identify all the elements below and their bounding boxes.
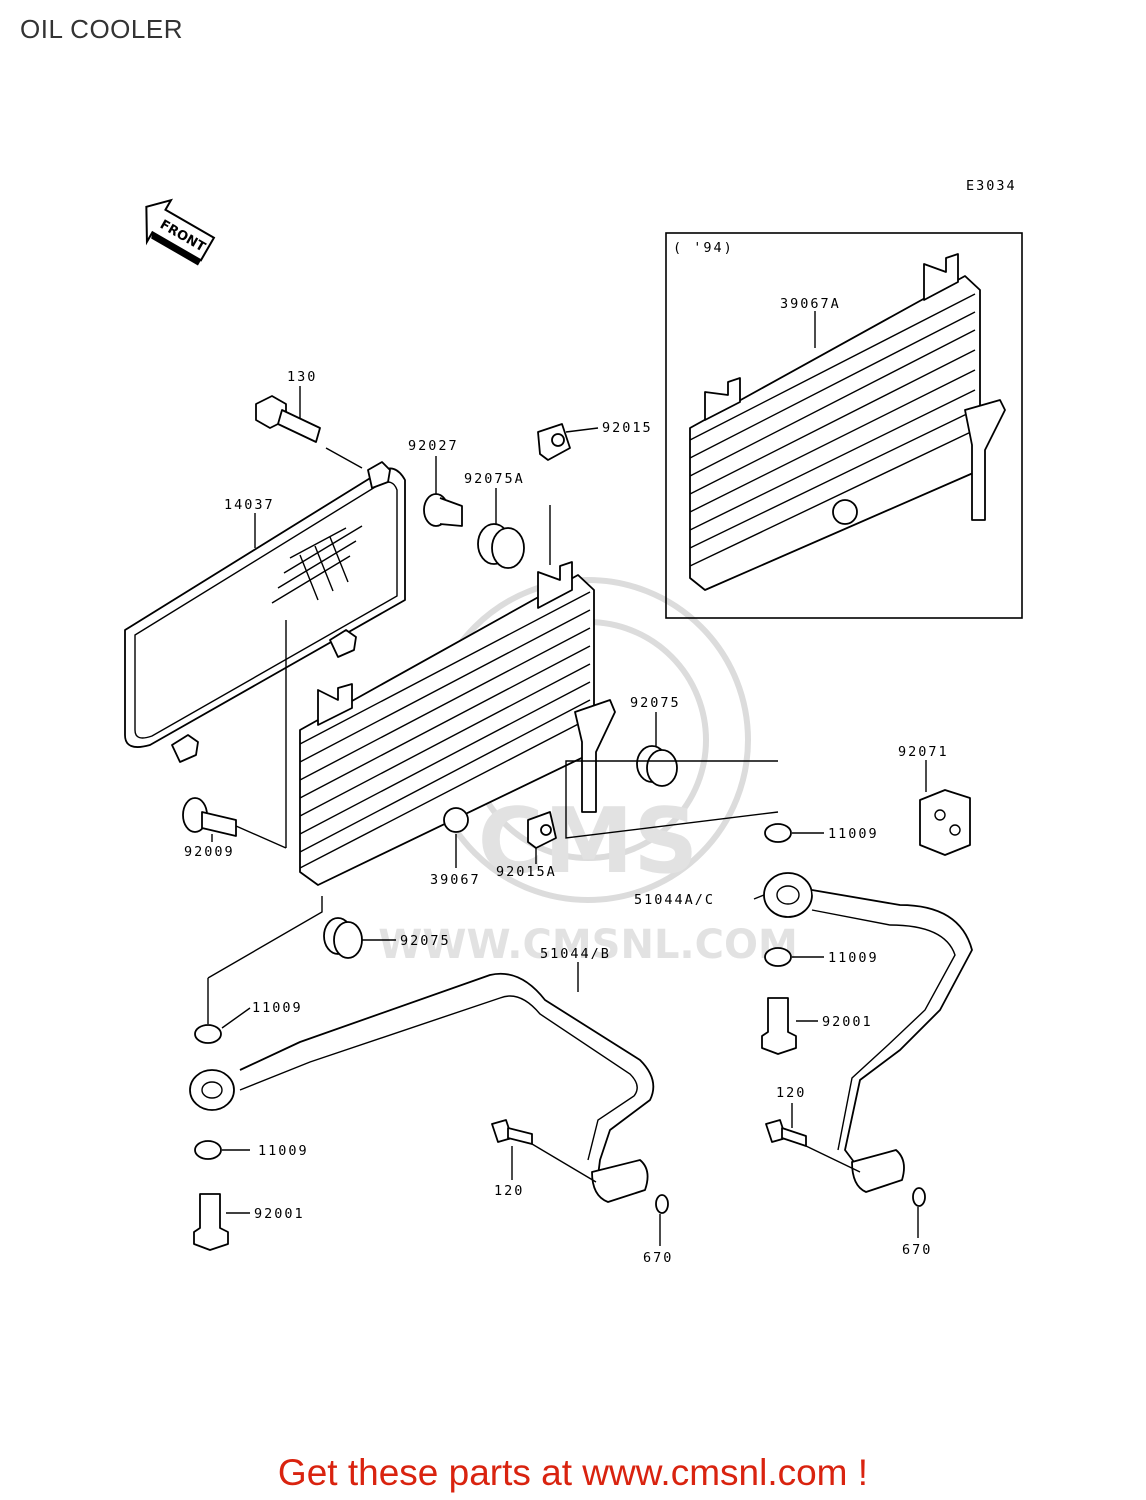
footer-banner[interactable]: Get these parts at www.cmsnl.com ! <box>277 1452 869 1493</box>
o-ring-670-a-icon <box>655 1194 669 1214</box>
front-arrow-icon: FRONT <box>145 198 216 266</box>
inset-label: ( '94) <box>673 240 734 256</box>
part-label-670-b[interactable]: 670 <box>902 1242 932 1258</box>
nut-92015A-icon <box>527 811 557 849</box>
part-label-92071[interactable]: 92071 <box>898 744 949 760</box>
part-label-92009[interactable]: 92009 <box>184 844 235 860</box>
part-label-92075A[interactable]: 92075A <box>464 471 525 487</box>
grommet-92075A-icon <box>477 523 525 569</box>
page-title: OIL COOLER <box>20 14 183 44</box>
part-label-51044AC[interactable]: 51044A/C <box>634 892 715 908</box>
part-label-92075-right[interactable]: 92075 <box>630 695 681 711</box>
grommet-92075-right-icon <box>636 745 678 787</box>
part-label-39067[interactable]: 39067 <box>430 872 481 888</box>
inset-1994: ( '94) <box>665 232 1023 619</box>
grommet-92075-lower-icon <box>323 917 363 959</box>
hose-51044AC-icon <box>763 872 973 1193</box>
part-label-14037[interactable]: 14037 <box>224 497 275 513</box>
part-label-92075-lower[interactable]: 92075 <box>400 933 451 949</box>
part-label-92001-a[interactable]: 92001 <box>822 1014 873 1030</box>
hose-51044B-icon <box>189 972 655 1203</box>
part-label-670-a[interactable]: 670 <box>643 1250 673 1266</box>
part-label-11009-c[interactable]: 11009 <box>252 1000 303 1016</box>
part-label-92015A[interactable]: 92015A <box>496 864 557 880</box>
washer-11009-a-icon <box>764 823 792 843</box>
banjo-bolt-92001-b-icon <box>193 1193 229 1251</box>
nut-92015-icon <box>537 423 571 461</box>
watermark-url: WWW.CMSNL.COM <box>378 922 798 968</box>
part-label-92015[interactable]: 92015 <box>602 420 653 436</box>
part-label-120-b[interactable]: 120 <box>494 1183 524 1199</box>
bolt-120-b-icon <box>765 1119 807 1147</box>
part-label-92027[interactable]: 92027 <box>408 438 459 454</box>
oil-cooler-39067A-icon <box>689 253 1006 591</box>
diagram-code: E3034 <box>966 178 1017 194</box>
o-ring-670-b-icon <box>912 1187 926 1207</box>
collar-92027-icon <box>423 493 463 527</box>
part-label-130[interactable]: 130 <box>287 369 317 385</box>
washer-11009-c-icon <box>194 1024 222 1044</box>
bolt-92009-icon <box>182 797 237 837</box>
part-label-11009-b[interactable]: 11009 <box>828 950 879 966</box>
washer-11009-d-icon <box>194 1140 222 1160</box>
part-label-11009-a[interactable]: 11009 <box>828 826 879 842</box>
part-label-39067A[interactable]: 39067A <box>780 296 841 312</box>
clamp-92071-icon <box>919 789 971 856</box>
part-label-120-a[interactable]: 120 <box>776 1085 806 1101</box>
bolt-130-icon <box>255 395 321 443</box>
part-label-92001-b[interactable]: 92001 <box>254 1206 305 1222</box>
part-label-11009-d[interactable]: 11009 <box>258 1143 309 1159</box>
bolt-120-a-icon <box>491 1119 533 1145</box>
screen-14037-icon <box>124 461 406 763</box>
banjo-bolt-92001-a-icon <box>761 997 797 1055</box>
part-label-51044B[interactable]: 51044/B <box>540 946 611 962</box>
washer-11009-b-icon <box>764 947 792 967</box>
leader-lines <box>207 311 927 1246</box>
parts-diagram: CMS WWW.CMSNL.COM E3034 FRONT ( '94) <box>124 178 1023 1266</box>
part-labels: 130 14037 92027 92075A 92015 39067A 9207… <box>184 296 949 1266</box>
oil-cooler-39067-icon <box>299 561 616 886</box>
